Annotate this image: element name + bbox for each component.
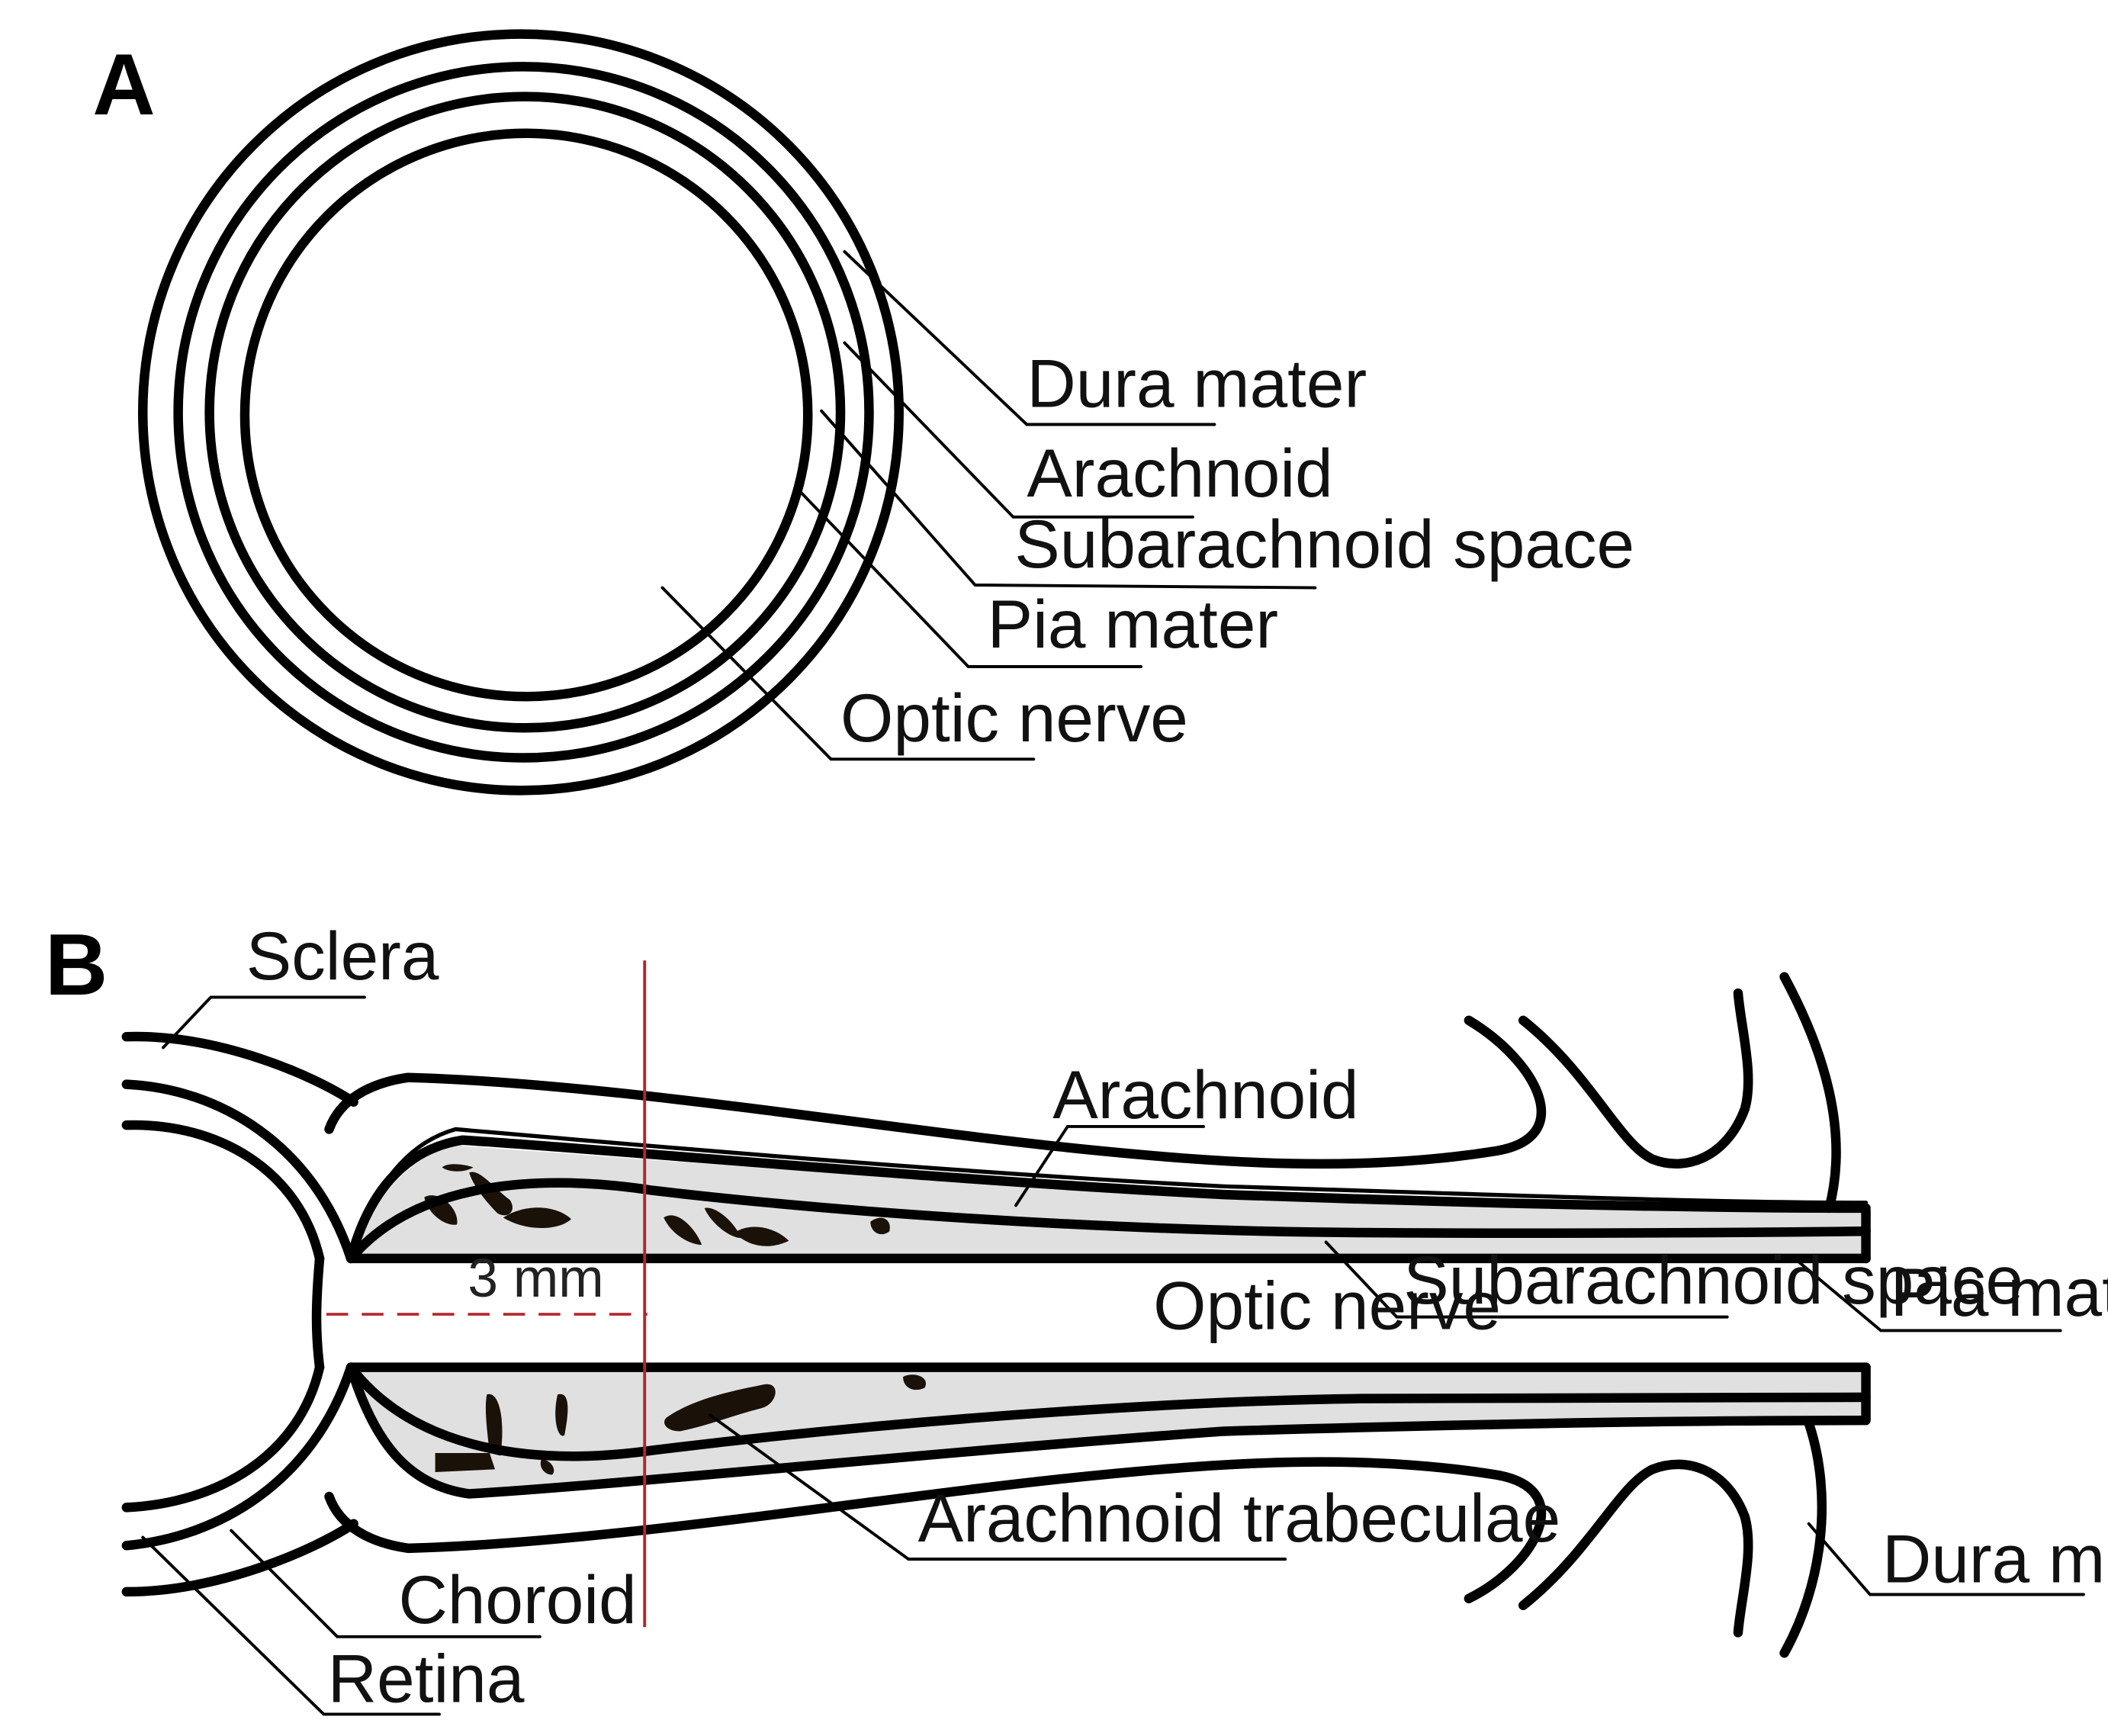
upper-arachnoid-line: [345, 1135, 1871, 1264]
panel-a-letter: A: [92, 37, 155, 133]
choroid-upper: [121, 1079, 356, 1264]
label-pia-mater-a: Pia mater: [988, 586, 1278, 662]
leader-trabeculae: [708, 1413, 1287, 1561]
label-subarachnoid-b: Subarachnoid space: [1403, 1242, 2023, 1318]
upper-dura-end: [1779, 972, 1841, 1214]
leader-arachnoid-a: [843, 341, 1194, 519]
retina-upper: [121, 1120, 325, 1264]
lower-arachnoid-line: [345, 1362, 1871, 1499]
sclera-upper: [121, 1031, 358, 1108]
leader-dura-mater-a: [843, 250, 1216, 426]
label-subarachnoid-a: Subarachnoid space: [1014, 506, 1634, 582]
label-dura-mater-b: Dura mater: [1882, 1520, 2108, 1596]
label-optic-nerve-a: Optic nerve: [840, 680, 1188, 756]
leader-subarachnoid-a: [820, 409, 1317, 590]
upper-dura-fold: [1518, 988, 1753, 1169]
label-arachnoid-a: Arachnoid: [1027, 435, 1332, 511]
label-dura-mater-a: Dura mater: [1027, 345, 1367, 421]
choroid-lower: [121, 1362, 356, 1551]
leader-choroid: [230, 1529, 541, 1638]
label-optic-nerve-b: Optic nerve: [1153, 1268, 1501, 1344]
label-retina: Retina: [328, 1640, 525, 1716]
panel-b: B: [45, 917, 2108, 1717]
leader-pia-mater-a: [799, 490, 1143, 668]
upper-pia-line: [345, 1178, 1871, 1264]
label-sclera: Sclera: [246, 918, 439, 994]
label-arachnoid-b: Arachnoid: [1052, 1056, 1358, 1133]
upper-dura-outer: [324, 1015, 1546, 1169]
lower-dura-fold: [1518, 1459, 1753, 1638]
optic-nerve-circle: [239, 128, 813, 702]
panel-b-letter: B: [45, 917, 108, 1014]
arachnoid-trabeculae: [424, 1164, 927, 1475]
leader-retina: [141, 1535, 441, 1716]
optic-disc-curve: [311, 1253, 325, 1372]
leader-optic-nerve-a: [660, 586, 1036, 761]
leader-pia-mater-b: [1796, 1259, 2062, 1333]
sclera-lower: [121, 1519, 358, 1597]
subarachnoid-ring: [204, 92, 846, 733]
leader-dura-mater-b: [1807, 1522, 2085, 1596]
leader-arachnoid-b: [1014, 1124, 1206, 1207]
dura-mater-ring: [137, 29, 904, 796]
retina-lower: [121, 1362, 325, 1513]
panel-a: A Dura mater Arachnoid Subarachnoid spac…: [92, 29, 1634, 796]
lower-dura-end: [1779, 1418, 1827, 1658]
label-pia-mater-b: Pia mater: [1891, 1254, 2108, 1330]
label-arachnoid-trabeculae: Arachnoid trabeculae: [918, 1480, 1560, 1556]
lower-pia-line: [345, 1362, 1871, 1461]
leader-sclera: [162, 995, 366, 1050]
leader-subarachnoid-b: [1324, 1240, 1729, 1319]
label-choroid: Choroid: [398, 1561, 636, 1638]
arachnoid-ring: [173, 62, 874, 763]
lower-dura-outer: [324, 1457, 1547, 1604]
scale-label: 3 mm: [468, 1248, 603, 1309]
upper-arachnoid-line-2: [349, 1127, 1869, 1261]
